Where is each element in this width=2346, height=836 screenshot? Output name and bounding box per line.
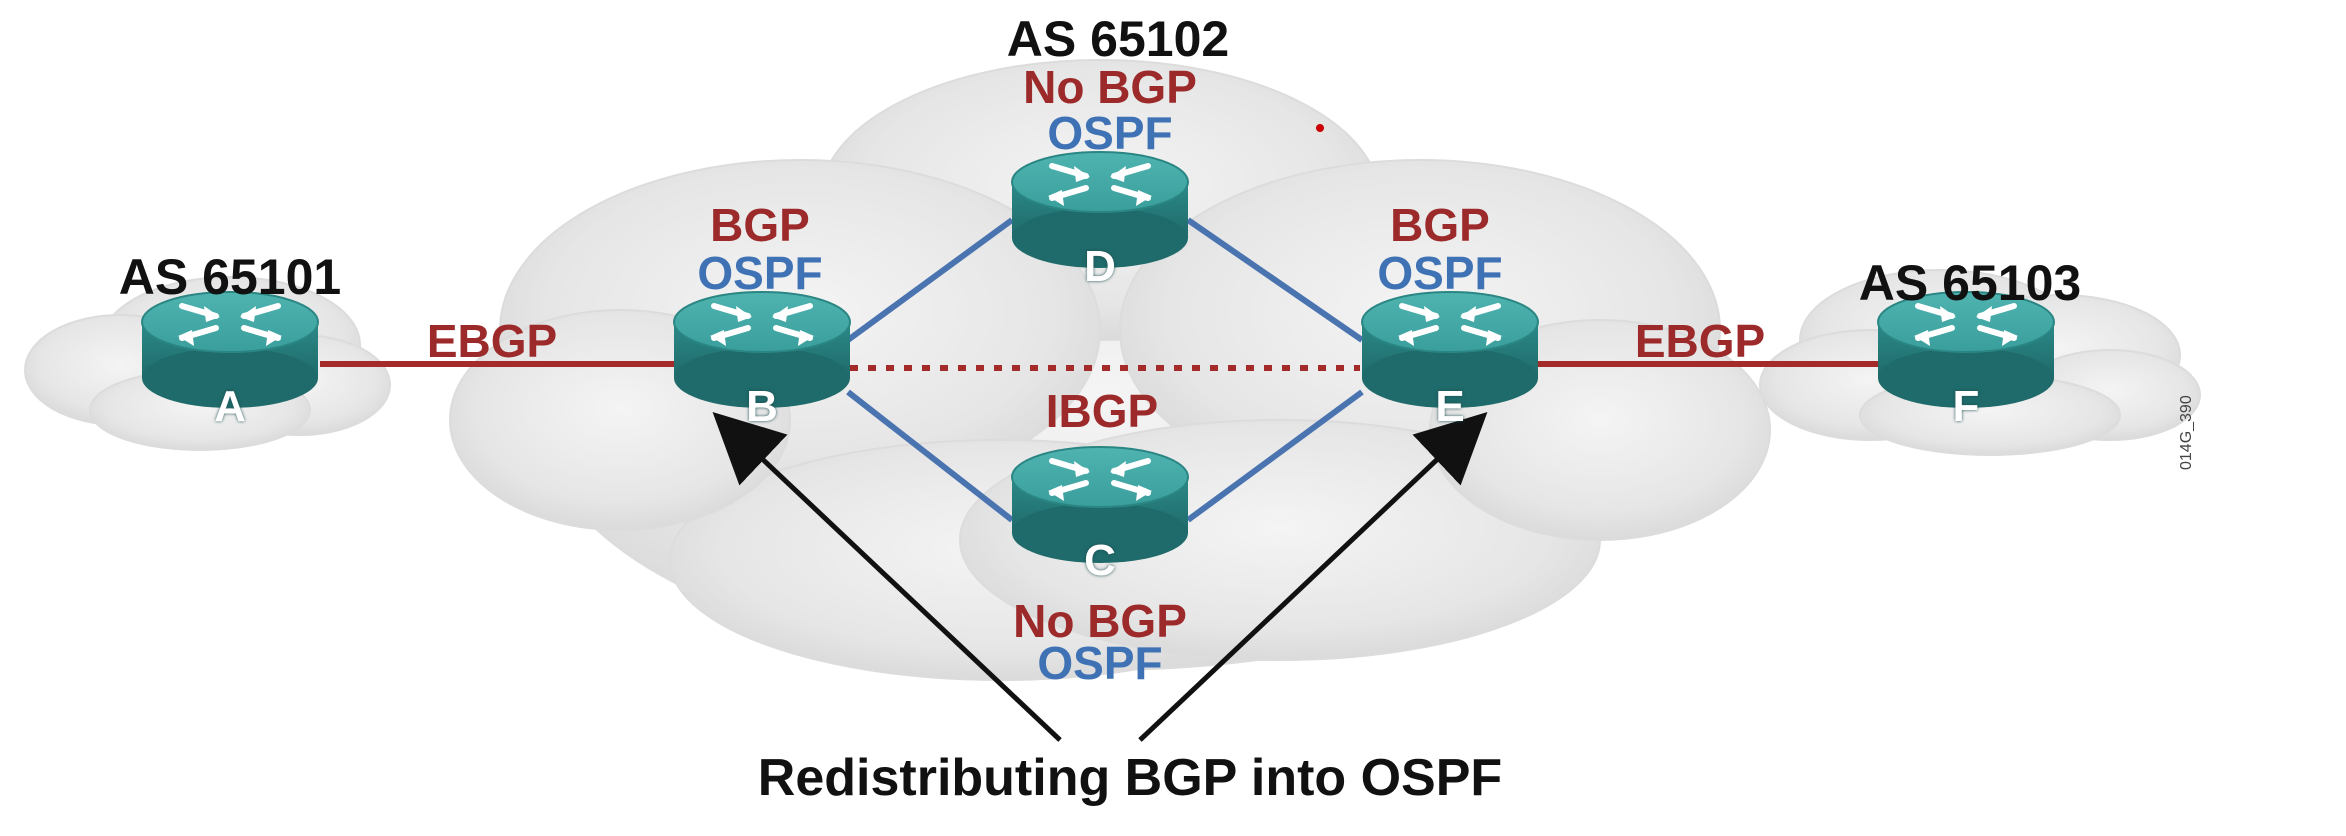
router-b-protocol-bottom: OSPF <box>697 247 823 299</box>
router-e-protocol-top: BGP <box>1390 199 1490 251</box>
router-a-letter: A <box>214 382 246 431</box>
router-d-protocol-top: No BGP <box>1023 61 1197 113</box>
router-d-letter: D <box>1084 242 1116 291</box>
as-label-right: AS 65103 <box>1858 255 2082 311</box>
router-e-letter: E <box>1435 382 1465 431</box>
red-dot <box>1316 124 1324 132</box>
link-label-ibgp: IBGP <box>1045 385 1159 437</box>
router-c-protocol-top: No BGP <box>1013 595 1187 647</box>
router-b-protocol-top: BGP <box>710 199 810 251</box>
ospf-link-d-e <box>1186 217 1364 343</box>
router-c-protocol-bottom: OSPF <box>1037 637 1163 689</box>
ospf-link-c-e <box>1186 389 1364 523</box>
router-d-protocol-bottom: OSPF <box>1047 107 1173 159</box>
links <box>320 217 1880 523</box>
router-f-letter: F <box>1952 382 1980 431</box>
ospf-link-b-c <box>846 389 1014 523</box>
ospf-link-b-d <box>846 217 1014 343</box>
figure-id: 014G_390 <box>2178 395 2195 470</box>
router-b-letter: B <box>746 382 778 431</box>
link-label-ebgp-left: EBGP <box>426 315 558 367</box>
diagram-caption: Redistributing BGP into OSPF <box>757 749 1503 807</box>
arrow-icon <box>1138 411 1488 742</box>
link-label-ebgp-right: EBGP <box>1634 315 1766 367</box>
as-label-middle: AS 65102 <box>1006 11 1230 67</box>
router-c-letter: C <box>1084 536 1116 585</box>
router-e-protocol-bottom: OSPF <box>1377 247 1503 299</box>
arrow-icon <box>712 411 1062 742</box>
as-label-left: AS 65101 <box>118 249 342 305</box>
